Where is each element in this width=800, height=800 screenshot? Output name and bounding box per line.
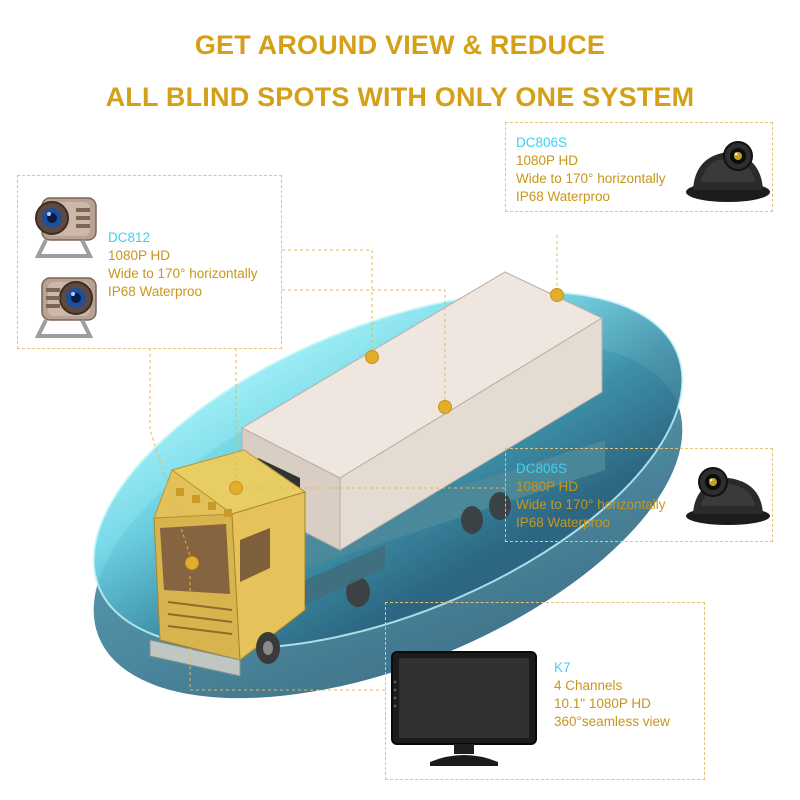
camera-marker-cab-front [185,556,199,570]
box-camera-image-2 [34,277,97,338]
spec-rating: IP68 Waterproo [516,515,611,530]
spec-rating: IP68 Waterproo [516,189,611,204]
spec-view: 360°seamless view [554,714,670,729]
spec-dc806s-top: DC806S 1080P HD Wide to 170° horizontall… [516,134,665,206]
callout-dc806s-top [505,122,773,212]
dome-camera-image-top [686,141,770,202]
spec-k7: K7 4 Channels 10.1" 1080P HD 360°seamles… [554,659,670,731]
dome-camera-image-side [686,467,770,525]
spec-rating: IP68 Waterproo [108,284,203,299]
spec-resolution: 1080P HD [108,248,171,263]
callout-k7-monitor [385,602,705,780]
model-name: K7 [554,660,571,675]
monitor-image [391,651,537,766]
model-name: DC806S [516,135,568,150]
camera-marker-cab-roof [229,481,243,495]
model-name: DC812 [108,230,151,245]
headline-line-2: ALL BLIND SPOTS WITH ONLY ONE SYSTEM [105,82,695,112]
spec-angle: Wide to 170° horizontally [516,497,666,512]
headline-line-1: GET AROUND VIEW & REDUCE [194,30,606,60]
spec-dc806s-side: DC806S 1080P HD Wide to 170° horizontall… [516,460,665,532]
spec-screen: 10.1" 1080P HD [554,696,651,711]
spec-channels: 4 Channels [554,678,623,693]
model-name: DC806S [516,461,568,476]
camera-marker-rear [550,288,564,302]
box-camera-image-1 [34,197,97,258]
camera-marker-top-left [365,350,379,364]
camera-marker-top-right [438,400,452,414]
callout-dc812 [17,175,282,349]
callout-dc806s-side [505,448,773,542]
spec-resolution: 1080P HD [516,479,579,494]
spec-angle: Wide to 170° horizontally [108,266,258,281]
truck [149,271,605,677]
spec-angle: Wide to 170° horizontally [516,171,666,186]
spec-dc812: DC812 1080P HD Wide to 170° horizontally… [108,229,257,301]
spec-resolution: 1080P HD [516,153,579,168]
leader-lines [149,235,558,691]
